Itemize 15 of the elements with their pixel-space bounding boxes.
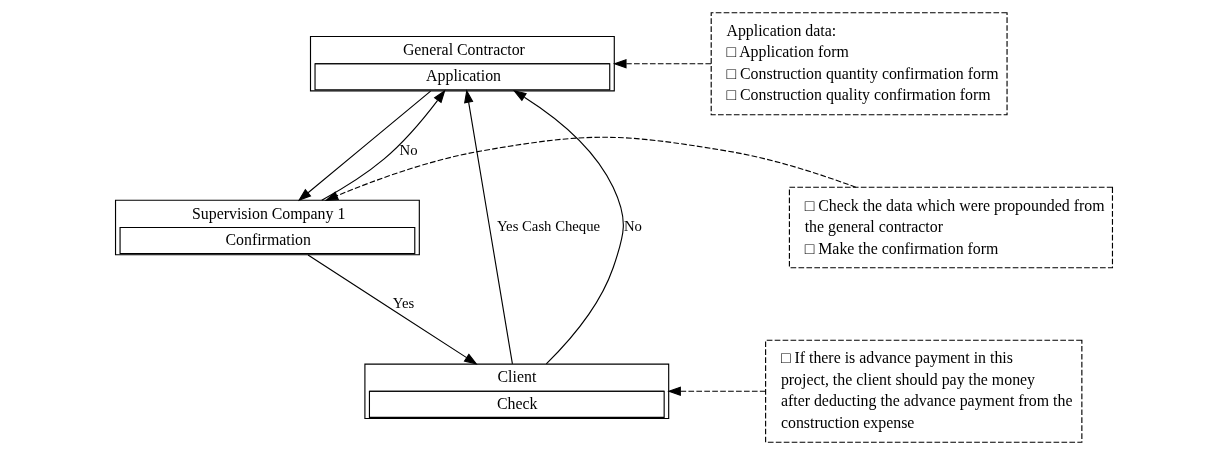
edge-label: No — [623, 218, 642, 235]
edge-label: Yes — [392, 294, 415, 311]
arrow — [321, 89, 446, 201]
node-box: Application data: □ Application form □ Construction quantity confirmation form □ Construction quality confirmation form — [710, 12, 1008, 116]
arrow — [512, 90, 624, 365]
edge-label: No — [399, 141, 418, 158]
arrow — [297, 90, 432, 202]
arrow — [464, 89, 513, 365]
arrow — [667, 386, 767, 397]
node-box: □ If there is advance payment in this project, the client should pay the money after deducting the advance payment from the construction expense — [765, 339, 1083, 443]
edge-label: Yes Cash Cheque — [496, 218, 601, 235]
node-box: □ Check the data which were propounded from the general contractor □ Make the confirmation form — [788, 186, 1114, 269]
arrow — [307, 254, 478, 365]
arrow — [324, 136, 857, 201]
arrow — [612, 58, 712, 69]
